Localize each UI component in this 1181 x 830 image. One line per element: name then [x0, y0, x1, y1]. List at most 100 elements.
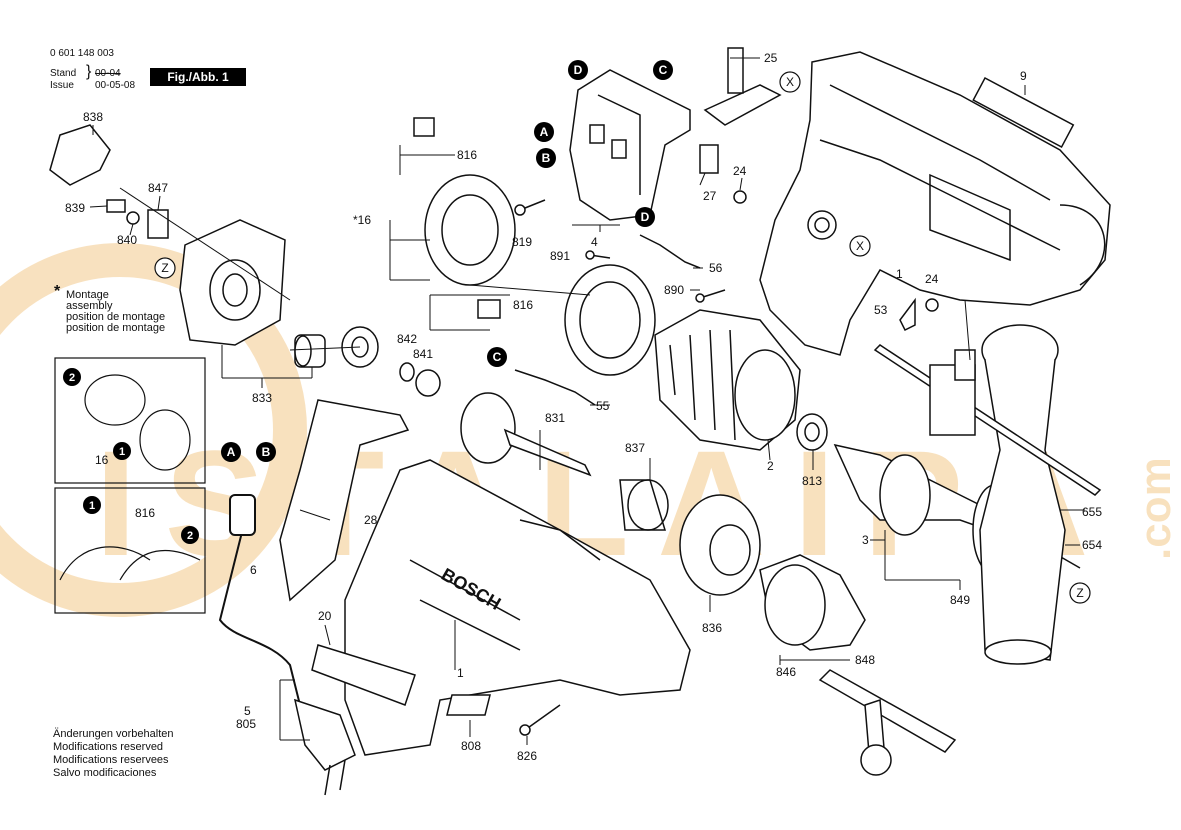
washer-24b [925, 298, 939, 312]
label-891: 891 [550, 249, 570, 263]
montage-line-4: position de montage [66, 322, 166, 334]
label-53: 53 [874, 303, 888, 317]
label-890: 890 [664, 283, 684, 297]
svg-text:D: D [574, 63, 583, 77]
svg-text:B: B [262, 445, 271, 459]
collar [619, 479, 669, 531]
spring-clutch [415, 369, 441, 397]
part-27 [699, 144, 719, 174]
motor-housing: BOSCH [344, 459, 691, 756]
svg-text:2: 2 [187, 530, 193, 542]
label-847: 847 [148, 181, 168, 195]
label-831: 831 [545, 411, 565, 425]
label-816-top: 816 [457, 148, 477, 162]
label-813: 813 [802, 474, 822, 488]
label-655: 655 [1082, 505, 1102, 519]
label-842: 842 [397, 332, 417, 346]
label-4: 4 [591, 235, 598, 249]
leader-lines [89, 57, 1085, 745]
label-6: 6 [250, 563, 257, 577]
label-836: 836 [702, 621, 722, 635]
callout-A-top: A [534, 122, 554, 142]
svg-text:Z: Z [1076, 586, 1083, 600]
brace-glyph: } [86, 63, 92, 80]
callout-Z-right: Z [1069, 582, 1091, 604]
footer-note: Änderungen vorbehalten Modifications res… [53, 728, 173, 780]
label-838: 838 [83, 110, 103, 124]
montage-star: * [54, 283, 61, 300]
label-56: 56 [709, 261, 723, 275]
screw-819 [514, 199, 546, 216]
svg-text:X: X [856, 239, 864, 253]
label-3: 3 [862, 533, 869, 547]
doc-number: 0 601 148 003 [50, 48, 114, 59]
label-848: 848 [855, 653, 875, 667]
part-labels: 838 847 839 840 816 *16 816 819 4 891 56… [65, 51, 1102, 763]
label-819: 819 [512, 235, 532, 249]
label-24-top: 24 [733, 164, 747, 178]
callout-C-mid: C [487, 347, 507, 367]
label-16-star: *16 [353, 213, 371, 227]
montage-line-2: assembly [66, 300, 113, 312]
label-826: 826 [517, 749, 537, 763]
spindle-gear [460, 392, 592, 477]
auxiliary-handle [979, 324, 1066, 665]
label-840: 840 [117, 233, 137, 247]
issue-label: Issue [50, 80, 74, 91]
label-5: 5 [244, 704, 251, 718]
washer-840 [126, 211, 140, 225]
housing-half [759, 51, 1111, 356]
label-24-bottom: 24 [925, 272, 939, 286]
label-16-inset: 16 [95, 453, 109, 467]
footer-line-3: Modifications reservees [53, 754, 169, 766]
svg-text:A: A [540, 125, 549, 139]
drill-chuck [759, 554, 866, 651]
callout-A-cable: A [221, 442, 241, 462]
switch-unit [569, 69, 691, 221]
svg-text:B: B [542, 151, 551, 165]
inset-step-2-top: 2 [63, 368, 81, 386]
montage-note: * Montage assembly position de montage p… [54, 284, 166, 334]
screw-826 [519, 704, 561, 736]
label-1-body: 1 [457, 666, 464, 680]
depth-stop [873, 344, 1102, 496]
brush-holder [564, 264, 656, 376]
footer-line-1: Änderungen vorbehalten [53, 728, 174, 740]
power-plug [293, 698, 356, 796]
callout-X-mid: X [849, 235, 871, 257]
front-cover [679, 494, 761, 596]
field-stator [654, 309, 801, 451]
montage-line-1: Montage [66, 289, 109, 301]
svg-text:X: X [786, 75, 794, 89]
svg-text:C: C [493, 350, 502, 364]
power-cable [218, 494, 301, 706]
handle-cover [279, 399, 410, 602]
inset-step-1-bottom: 1 [83, 496, 101, 514]
label-654: 654 [1082, 538, 1102, 552]
ball-bearing [796, 413, 828, 451]
callout-B-top: B [536, 148, 556, 168]
callout-D-mid: D [635, 207, 655, 227]
label-849: 849 [950, 593, 970, 607]
rating-plate [311, 644, 491, 716]
svg-text:D: D [641, 210, 650, 224]
watermark-domain: .com [1131, 457, 1180, 560]
inset-box-top [54, 357, 206, 484]
cable-56 [639, 234, 701, 269]
label-816-inset: 816 [135, 506, 155, 520]
issue-date: 00-05-08 [95, 80, 136, 91]
chuck-key [818, 669, 957, 776]
montage-line-3: position de montage [66, 311, 166, 323]
label-808: 808 [461, 739, 481, 753]
cable-55 [514, 369, 596, 406]
bracket-53 [899, 297, 916, 332]
label-816-mid: 816 [513, 298, 533, 312]
label-55: 55 [596, 399, 610, 413]
footer-line-4: Salvo modificaciones [53, 767, 157, 779]
label-841: 841 [413, 347, 433, 361]
shift-knob [49, 124, 111, 186]
inset-step-1-top: 1 [113, 442, 131, 460]
label-27: 27 [703, 189, 717, 203]
svg-text:Z: Z [161, 261, 168, 275]
